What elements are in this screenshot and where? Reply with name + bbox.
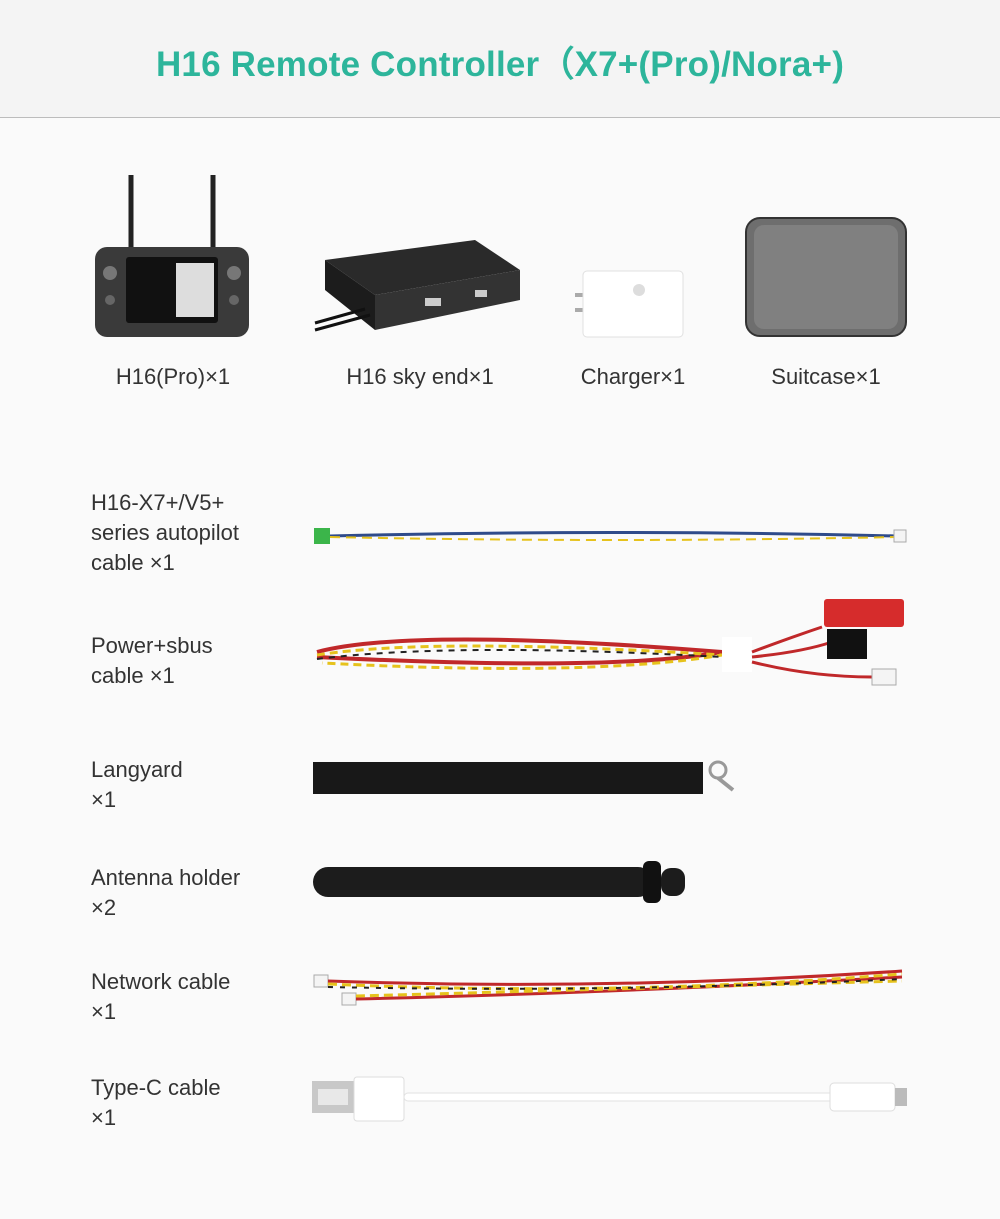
item-label-sky-end: H16 sky end×1 — [346, 364, 494, 389]
lanyard-icon — [313, 760, 735, 794]
item-label-charger: Charger×1 — [580, 364, 686, 389]
label-line: cable ×1 — [91, 550, 175, 575]
label-line: ×1 — [91, 999, 117, 1024]
row-label-antenna-holder: Antenna holder ×2 — [91, 863, 240, 923]
antenna-holder-icon — [313, 861, 685, 903]
row-label-power-sbus-cable: Power+sbus cable ×1 — [91, 631, 213, 691]
page-title: H16 Remote Controller（X7+(Pro)/Nora+) — [155, 45, 845, 84]
label-line: series autopilot — [91, 520, 239, 545]
label-line: ×1 — [91, 1105, 117, 1130]
label-line: ×2 — [91, 895, 117, 920]
remote-controller-icon — [95, 175, 249, 337]
charger-icon — [575, 270, 684, 338]
label-line: Langyard — [91, 757, 183, 782]
row-label-lanyard: Langyard ×1 — [91, 755, 183, 815]
label-line: Network cable — [91, 969, 231, 994]
row-label-network-cable: Network cable ×1 — [91, 967, 230, 1027]
type-c-cable-icon — [312, 1076, 907, 1122]
label-line: cable ×1 — [91, 663, 175, 688]
label-line: Type-C cable — [91, 1075, 221, 1100]
row-label-type-c-cable: Type-C cable ×1 — [91, 1073, 221, 1133]
row-label-autopilot-cable: H16-X7+/V5+ series autopilot cable ×1 — [91, 488, 239, 578]
label-line: H16-X7+/V5+ — [91, 490, 225, 515]
sky-end-module-icon — [314, 240, 520, 332]
label-line: ×1 — [91, 787, 117, 812]
label-line: Power+sbus — [91, 633, 213, 658]
suitcase-icon — [745, 217, 907, 337]
label-line: Antenna holder — [91, 865, 241, 890]
autopilot-cable-icon — [314, 528, 907, 544]
power-sbus-cable-icon — [316, 599, 904, 686]
network-cable-icon — [313, 969, 903, 1006]
header: H16 Remote Controller（X7+(Pro)/Nora+) — [0, 0, 1000, 118]
item-label-suitcase: Suitcase×1 — [771, 364, 881, 389]
item-label-h16-pro: H16(Pro)×1 — [115, 364, 231, 389]
